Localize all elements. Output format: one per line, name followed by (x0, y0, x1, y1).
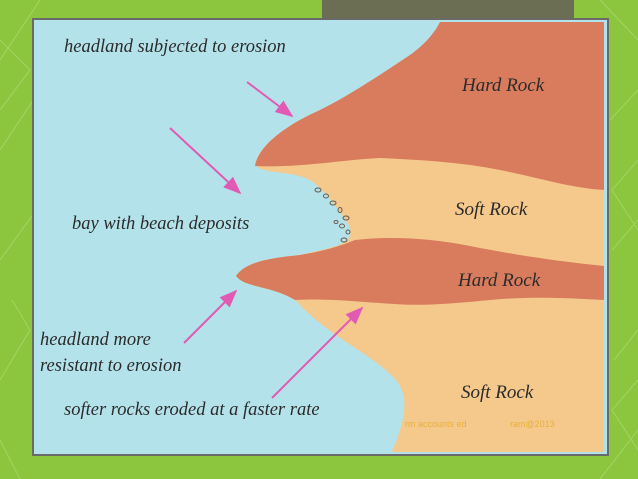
label-soft-rock-bottom: Soft Rock (461, 382, 534, 403)
arrow-headland-erosion (246, 81, 294, 118)
label-soft-rock-top: Soft Rock (455, 199, 528, 220)
hard-rock-upper (255, 22, 604, 190)
label-hard-rock-top: Hard Rock (462, 75, 545, 96)
beach-deposits (314, 187, 351, 243)
label-softer-rocks: softer rocks eroded at a faster rate (64, 400, 320, 420)
coastline-diagram (32, 18, 609, 456)
label-headland-erosion: headland subjected to erosion (64, 37, 286, 57)
footer-right-text: ram@2013 (510, 419, 555, 429)
hard-rock-lower (236, 238, 604, 305)
label-headland-resistant-2: resistant to erosion (40, 356, 182, 376)
arrow-softer-rocks (271, 306, 364, 399)
label-bay: bay with beach deposits (72, 214, 250, 234)
title-placeholder-box (322, 0, 574, 20)
arrow-bay (169, 127, 242, 195)
label-headland-resistant-1: headland more (40, 330, 151, 350)
footer-left-text: rm accounts ed (405, 419, 467, 429)
label-hard-rock-bottom: Hard Rock (458, 270, 541, 291)
arrow-headland-resistant (183, 289, 238, 344)
